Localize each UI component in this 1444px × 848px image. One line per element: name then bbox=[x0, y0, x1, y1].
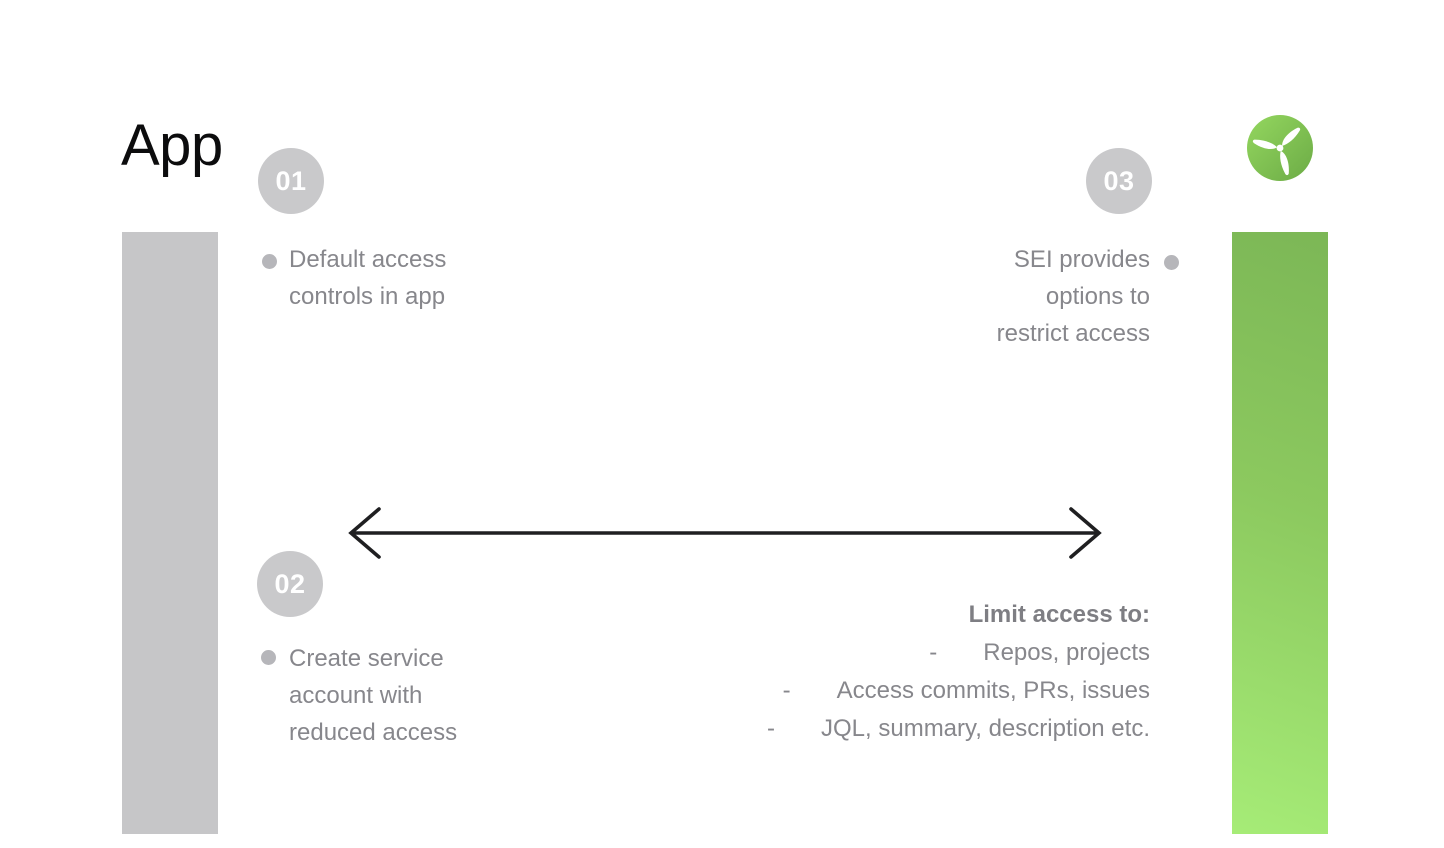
step-number-badge-01: 01 bbox=[258, 148, 324, 214]
bullet-icon bbox=[262, 254, 277, 269]
list-item: - JQL, summary, description etc. bbox=[767, 710, 1150, 748]
step-number-label: 02 bbox=[274, 568, 306, 599]
limit-access-list: Limit access to: - Repos, projects - Acc… bbox=[767, 596, 1150, 748]
dash-bullet: - bbox=[767, 715, 775, 742]
dash-bullet: - bbox=[929, 639, 938, 666]
step-text-default-access: Default access controls in app bbox=[289, 246, 447, 310]
page-title: App bbox=[121, 113, 223, 178]
bullet-icon bbox=[261, 650, 276, 665]
limit-access-title: Limit access to: bbox=[968, 601, 1150, 628]
list-item-label: Repos, projects bbox=[983, 639, 1150, 666]
list-item: - Access commits, PRs, issues bbox=[767, 672, 1150, 710]
bullet-icon bbox=[1164, 255, 1179, 270]
list-item-label: Access commits, PRs, issues bbox=[836, 677, 1150, 704]
double-arrow-icon bbox=[345, 504, 1105, 562]
list-item: - Repos, projects bbox=[767, 634, 1150, 672]
step-number-badge-02: 02 bbox=[257, 551, 323, 617]
step-text-sei-restrict: SEI provides options to restrict access bbox=[996, 246, 1150, 347]
step-number-badge-03: 03 bbox=[1086, 148, 1152, 214]
step-text-service-account: Create service account with reduced acce… bbox=[289, 645, 458, 746]
dash-bullet: - bbox=[782, 677, 791, 704]
step-number-label: 03 bbox=[1103, 165, 1135, 196]
list-item-label: JQL, summary, description etc. bbox=[821, 715, 1150, 742]
sei-side-bar bbox=[1232, 232, 1328, 834]
app-side-bar bbox=[122, 232, 218, 834]
step-number-label: 01 bbox=[275, 165, 307, 196]
sei-logo-icon bbox=[1247, 115, 1313, 181]
